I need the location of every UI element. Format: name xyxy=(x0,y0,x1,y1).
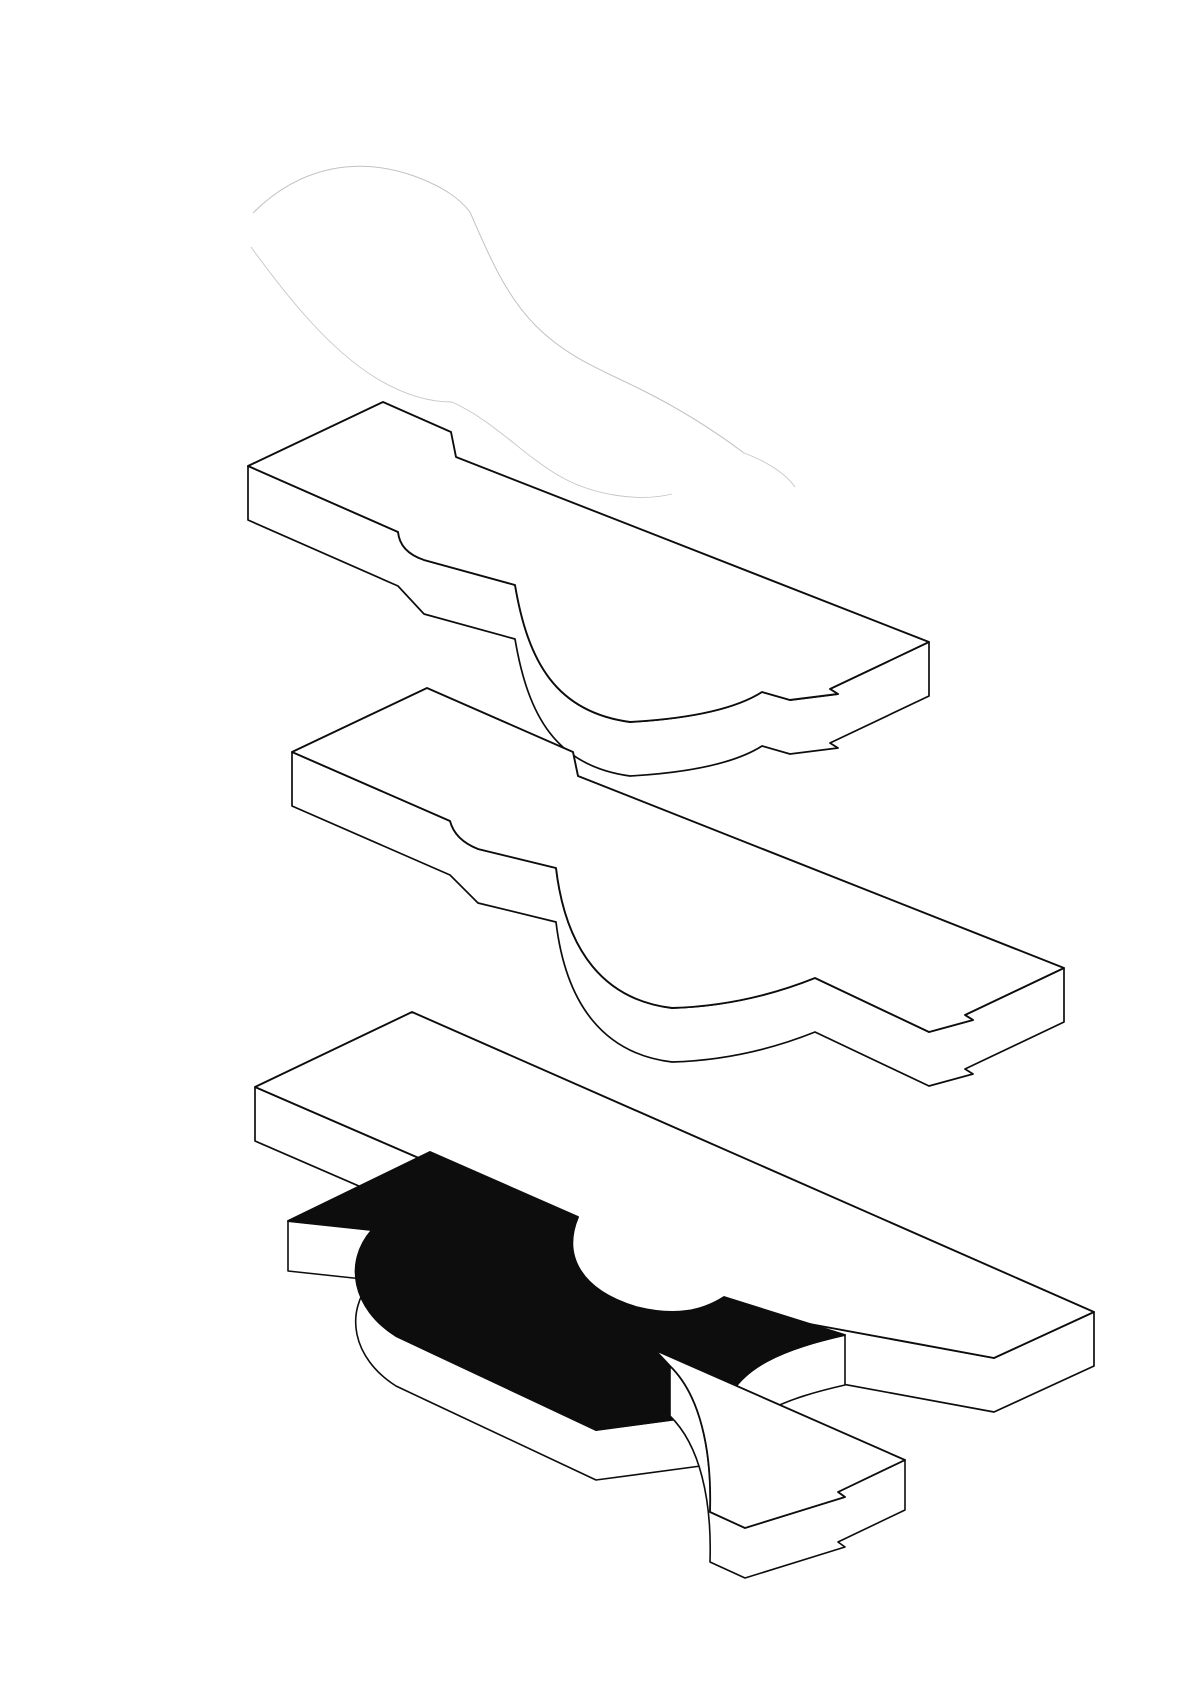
floor-ground-detached-slab xyxy=(654,1349,906,1579)
floor-second-lower-slab xyxy=(291,687,1065,1087)
floor-ground-slab xyxy=(287,1151,846,1481)
floor-second-upper-slab xyxy=(247,401,930,777)
floor-roof-canopy xyxy=(250,165,796,498)
